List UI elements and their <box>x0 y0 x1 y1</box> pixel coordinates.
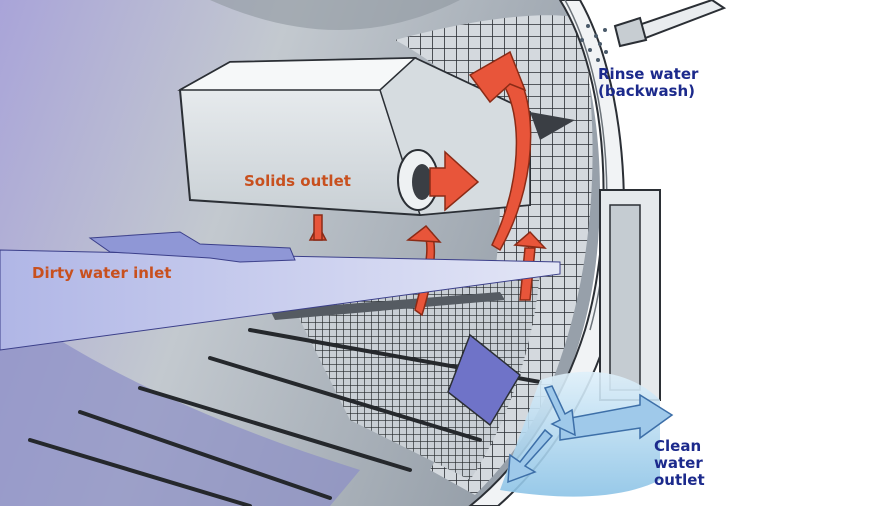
solids-outlet-label: Solids outlet <box>244 172 351 190</box>
rinse-spray-nozzle <box>580 0 727 62</box>
rinse-water-label: Rinse water (backwash) <box>598 66 698 100</box>
dirty-water-inlet-label: Dirty water inlet <box>32 264 172 282</box>
dirty-water-inlet <box>0 231 561 351</box>
clean-water-outlet-label: Clean water outlet <box>654 438 705 489</box>
falling-solids-panel <box>447 333 521 427</box>
clean-water-label-line: outlet <box>654 471 705 489</box>
rinse-water-label-line: (backwash) <box>598 82 696 100</box>
clean-water-label-line: water <box>654 454 703 472</box>
clean-water-label-line: Clean <box>654 437 702 455</box>
clean-water-arrows <box>507 385 674 484</box>
rinse-water-label-line: Rinse water <box>598 65 699 83</box>
